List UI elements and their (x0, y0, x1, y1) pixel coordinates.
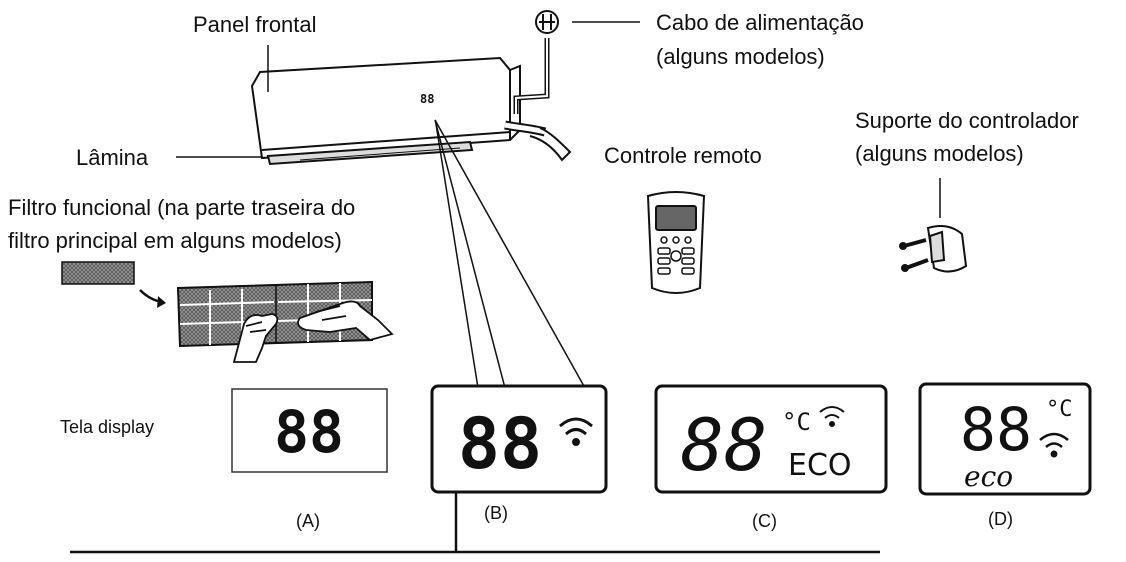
label-power-cable-note: (alguns modelos) (656, 44, 825, 69)
plug-icon (535, 10, 559, 34)
label-remote-holder-note: (alguns modelos) (855, 141, 1024, 166)
display-c: 88 °C ECO (654, 384, 888, 494)
display-d-mode: eco (964, 460, 1013, 493)
display-b-digits: 88 (458, 403, 542, 485)
remote-holder-icon (899, 225, 968, 273)
functional-filter (61, 261, 135, 285)
label-louver: Lâmina (76, 145, 149, 170)
leader-lines (176, 45, 941, 389)
remote-control-icon (646, 191, 706, 294)
label-remote-control: Controle remoto (604, 143, 762, 168)
display-b: 88 (430, 384, 608, 494)
display-c-mode: ECO (788, 448, 852, 483)
bottom-bracket (70, 492, 880, 554)
caption-display-b: (B) (484, 503, 508, 523)
label-remote-holder: Suporte do controlador (855, 108, 1079, 133)
wifi-icon (1039, 432, 1069, 458)
display-d: 88 °C eco (918, 382, 1092, 496)
caption-display-a: (A) (296, 511, 320, 531)
label-front-panel: Panel frontal (193, 12, 317, 37)
wifi-icon (559, 417, 593, 446)
hand-icon (232, 300, 394, 363)
display-d-digits: 88 (960, 395, 1032, 465)
power-cable (513, 21, 640, 114)
caption-display-d: (D) (988, 509, 1013, 529)
display-a-digits: 88 (274, 398, 344, 466)
caption-display-c: (C) (752, 511, 777, 531)
display-a: 88 (231, 388, 388, 473)
indoor-unit (250, 56, 521, 166)
label-functional-filter-note: filtro principal em alguns modelos) (8, 228, 342, 253)
unit-display-digits: 88 (420, 92, 434, 106)
display-d-unit: °C (1046, 397, 1073, 422)
label-display-screen: Tela display (60, 417, 155, 437)
wifi-icon (819, 406, 845, 427)
display-c-digits: 88 (681, 403, 768, 487)
label-functional-filter: Filtro funcional (na parte traseira do (8, 195, 356, 220)
display-c-unit: °C (782, 408, 811, 436)
pipe-hose (504, 120, 572, 162)
label-power-cable: Cabo de alimentação (656, 10, 864, 35)
